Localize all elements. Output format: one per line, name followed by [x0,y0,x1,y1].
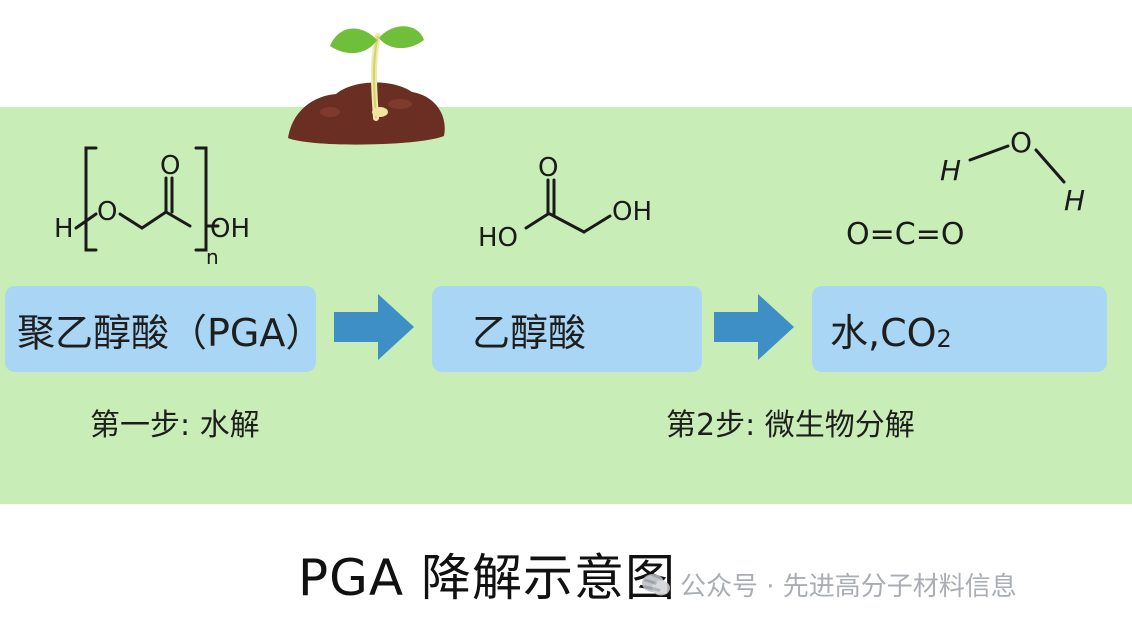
diagram-caption: PGA 降解示意图 [298,549,676,607]
sprout-icon [288,26,445,145]
watermark: 公众号 · 先进高分子材料信息 [640,566,1017,603]
pga-box-label: 聚乙醇酸（PGA） [17,310,324,355]
water-o-label: O [1010,126,1032,159]
arrow-right-icon [334,294,414,360]
step1-label: 第一步: 水解 [90,408,260,443]
co2-subscript: 2 [936,325,952,353]
wechat-icon [642,573,670,595]
water-h2-label: H [1064,184,1085,217]
pga-structure [74,146,220,252]
pga-box: 聚乙醇酸（PGA） [5,286,324,372]
water-structure [968,144,1066,184]
watermark-text: 公众号 · 先进高分子材料信息 [680,572,1017,602]
co2-structure-label: O=C=O [846,217,964,252]
glycolic-ho-label: HO [478,223,518,253]
pga-oh-label: OH [210,214,250,244]
glycolic-o-top-label: O [538,153,558,183]
pga-o-top-label: O [160,151,180,181]
pga-n-label: n [206,245,219,269]
water-h1-label: H [940,154,961,187]
glycolic-acid-box: 乙醇酸 [432,286,702,372]
water-co2-box-label: 水,CO [830,310,937,355]
arrow-right-icon [714,294,794,360]
pga-h-label: H [54,214,74,244]
pga-o-label: O [97,197,117,227]
step2-label: 第2步: 微生物分解 [666,408,915,443]
glycolic-acid-structure [524,178,612,234]
glycolic-oh-label: OH [612,197,652,227]
glycolic-acid-box-label: 乙醇酸 [472,310,587,355]
